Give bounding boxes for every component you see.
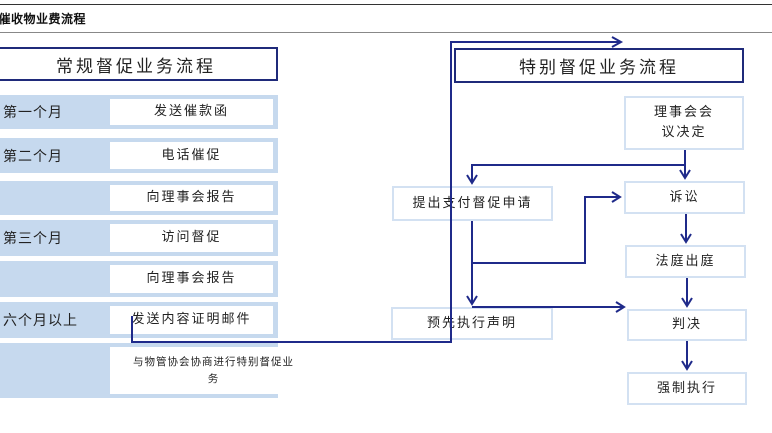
title-bottom-rule [0, 32, 772, 33]
period-label: 第二个月 [3, 148, 63, 165]
connector-payment-to-lawsuit [473, 196, 620, 264]
arrowhead [681, 297, 693, 308]
special-process-header: 特别督促业务流程 [454, 48, 744, 83]
action-cell: 向理事会报告 [110, 265, 273, 293]
connector-regular-to-special [131, 41, 620, 343]
node-board-decision: 理事会会议决定 [624, 96, 744, 150]
node-enforcement: 强制执行 [627, 372, 747, 405]
period-label: 第一个月 [3, 105, 63, 121]
period-label: 六个月以上 [3, 313, 78, 329]
arrowhead [680, 233, 692, 244]
regular-row: 向理事会报告 [0, 181, 278, 215]
regular-row: 与物管协会协商进行特别督促业务 [0, 343, 317, 398]
node-payment-order: 提出支付督促申请 [392, 186, 553, 221]
regular-row: 第一个月 发送催款函 [0, 95, 278, 129]
arrowhead [611, 191, 622, 203]
arrowhead [466, 174, 478, 185]
regular-row: 六个月以上 发送内容证明邮件 [0, 302, 278, 338]
action-cell: 发送催款函 [110, 99, 273, 125]
regular-process-header: 常规督促业务流程 [0, 47, 278, 81]
regular-row: 第三个月 访问督促 [0, 220, 278, 256]
node-lawsuit: 诉讼 [624, 181, 745, 214]
arrowhead [615, 301, 626, 313]
action-cell: 发送内容证明邮件 [110, 306, 273, 334]
arrowhead [679, 169, 691, 180]
title-top-rule [0, 4, 772, 5]
node-provisional-execution: 预先执行声明 [391, 307, 553, 340]
connector-board-to-payment [471, 164, 684, 183]
regular-row: 第二个月 电话催促 [0, 138, 278, 173]
arrowhead [681, 360, 693, 371]
node-court-appearance: 法庭出庭 [625, 245, 746, 278]
action-cell: 访问督促 [110, 224, 273, 252]
arrowhead [611, 36, 624, 48]
action-cell: 向理事会报告 [110, 185, 273, 211]
node-judgment: 判决 [627, 309, 747, 341]
action-cell: 与物管协会协商进行特别督促业务 [110, 347, 317, 394]
period-label: 第三个月 [3, 231, 63, 247]
diagram-title: 司催收物业费流程 [0, 12, 87, 26]
action-cell: 电话催促 [110, 142, 273, 169]
arrowhead [466, 295, 478, 306]
regular-row: 向理事会报告 [0, 261, 278, 297]
